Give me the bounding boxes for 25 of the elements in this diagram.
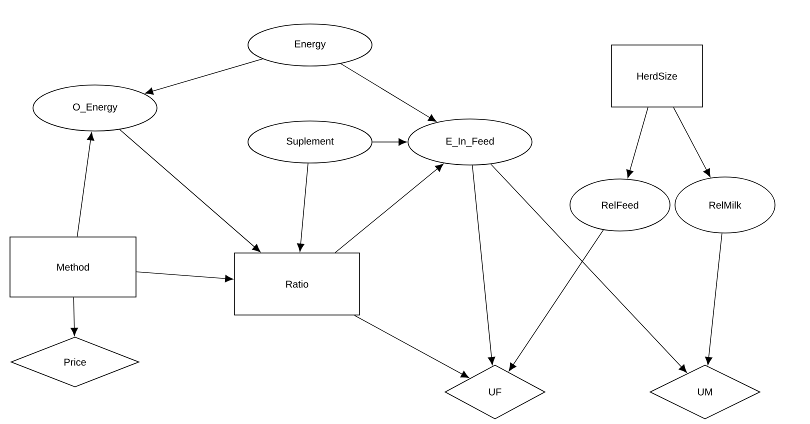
ellipse-node: RelMilk	[674, 176, 776, 234]
box-node: HerdSize	[611, 44, 703, 108]
arrow	[297, 163, 308, 252]
arrow	[354, 315, 470, 378]
arrow	[334, 164, 444, 253]
arrow	[490, 164, 687, 373]
ellipse-node: Energy	[248, 24, 372, 66]
arrow	[340, 63, 436, 122]
arrow	[626, 107, 648, 178]
ellipse-node: RelFeed	[570, 178, 670, 232]
arrow	[70, 297, 78, 336]
ellipse-node: Suplement	[248, 120, 372, 164]
ellipse-node: O_Energy	[32, 84, 158, 132]
arrow	[136, 271, 234, 282]
arrow	[119, 129, 260, 252]
arrow	[508, 230, 604, 372]
arrow	[145, 58, 263, 95]
arrow	[705, 233, 722, 366]
arrow	[372, 138, 407, 146]
arrow	[76, 132, 94, 237]
ellipse-node: E_In_Feed	[408, 118, 532, 166]
box-node: Method	[10, 236, 136, 298]
arrow	[472, 165, 496, 366]
arrow	[673, 107, 710, 178]
box-node: Ratio	[234, 252, 360, 316]
